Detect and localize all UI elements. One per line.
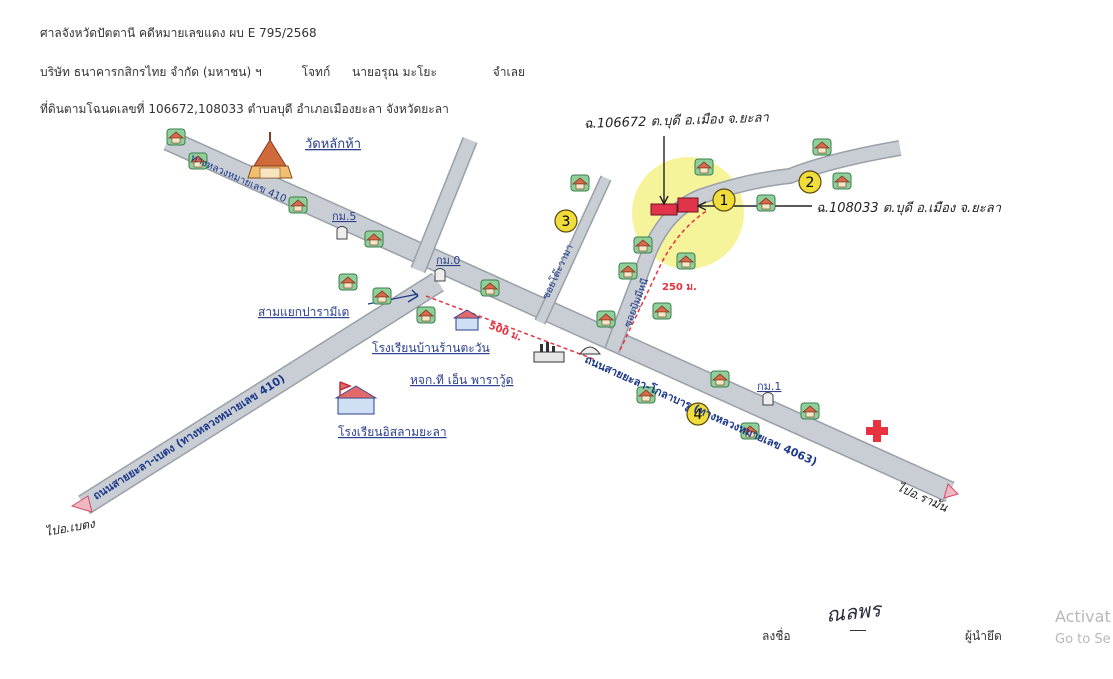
distance-500m: 500 ม. <box>487 321 523 344</box>
factory-icon <box>533 342 565 363</box>
company-label: หจก.ที เอ็น พาราวู้ด <box>410 372 513 388</box>
sign-label: ลงชื่อ <box>762 629 791 643</box>
km1-label: กม.1 <box>757 380 781 393</box>
betong-road <box>78 273 444 514</box>
temple-icon <box>247 132 293 179</box>
handwritten-deed-108033: ฉ.108033 ต.บุดี อ.เมือง จ.ยะลา <box>816 200 1002 216</box>
marker-2: 2 <box>798 170 822 194</box>
svg-text:4: 4 <box>694 407 703 423</box>
north-road <box>411 137 477 273</box>
marker-1: 1 <box>712 188 736 212</box>
km0-post-icon <box>434 268 446 282</box>
betong-road-label: ถนนสายยะลา-เบตง (ทางหลวงหมายเลข 410) <box>91 372 288 503</box>
svg-text:3: 3 <box>562 214 571 230</box>
junction-label: สามแยกปารามีเต <box>258 305 349 319</box>
signature: ณลพร <box>824 597 882 627</box>
parties-line: บริษัท ธนาคารกสิกรไทย จำกัด (มหาชน) ฯ โจ… <box>40 63 525 82</box>
arrow-to-betong <box>70 495 93 513</box>
school-icon-1 <box>452 309 482 331</box>
role-label: ผู้นำยึด <box>965 629 1002 643</box>
km0-label: กม.0 <box>436 254 460 267</box>
arrow-to-raman <box>943 483 959 499</box>
route-250m <box>619 209 709 351</box>
to-betong-label: ไปอ.เบตง <box>44 516 97 539</box>
case-title: ศาลจังหวัดปัตตานี คดีหมายเลขแดง ผบ E 795… <box>40 26 317 40</box>
soi-to-wama <box>535 176 611 324</box>
km5-post-icon <box>336 226 348 240</box>
roads <box>78 129 955 515</box>
km5-label: กม.5 <box>332 210 356 223</box>
plot-106672 <box>650 203 678 216</box>
marker-4: 4 <box>686 402 710 426</box>
defendant-label: จำเลย <box>492 65 525 79</box>
hospital-icon <box>866 420 888 442</box>
distance-250m: 250 ม. <box>662 282 697 293</box>
temple-label: วัดหลักห้า <box>305 137 361 152</box>
land-deed-line: ที่ดินตามโฉนดเลขที่ 106672,108033 ตำบลบุ… <box>40 102 449 116</box>
plaintiff-company: บริษัท ธนาคารกสิกรไทย จำกัด (มหาชน) ฯ <box>40 65 262 79</box>
school-label-1: โรงเรียนบ้านร้านตะวัน <box>372 341 490 355</box>
handwritten-deed-106672: ฉ.106672 ต.บุดี อ.เมือง จ.ยะลา <box>584 110 770 132</box>
defendant-name: นายอรุณ มะโยะ <box>352 65 437 79</box>
marker-3: 3 <box>554 209 578 233</box>
school-label-2: โรงเรียนอิสลามยะลา <box>338 425 447 439</box>
activation-watermark-subtitle: Go to Se <box>1055 632 1111 647</box>
svg-text:1: 1 <box>720 193 729 209</box>
plot-108033 <box>677 197 699 213</box>
soi-pummini <box>605 141 902 353</box>
route-500m <box>425 295 597 361</box>
plaintiff-label: โจทก์ <box>301 65 331 79</box>
km1-post-icon <box>762 392 774 406</box>
bridge-icon <box>579 346 601 355</box>
svg-text:2: 2 <box>806 175 815 191</box>
school-icon-2 <box>334 381 378 415</box>
signature-stroke <box>850 630 866 631</box>
activation-watermark-title: Activat <box>1055 607 1111 626</box>
